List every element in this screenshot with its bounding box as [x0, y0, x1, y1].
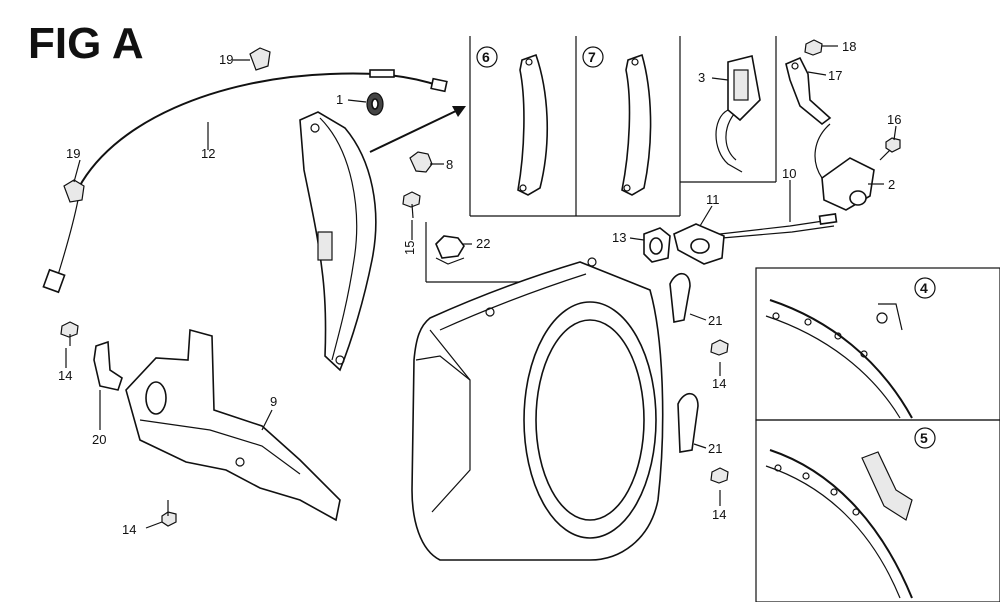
- callout-labels: 19 1 12 19 8 15 22 14 20 9 14 13 11 10 3…: [58, 39, 901, 537]
- callout-10: 10: [782, 166, 796, 181]
- callout-12: 12: [201, 146, 215, 161]
- lower-shroud-part: [125, 328, 341, 522]
- callout-22: 22: [476, 236, 490, 251]
- bracket-part-20: [93, 340, 123, 391]
- callout-2: 2: [888, 177, 895, 192]
- callout-14-left: 14: [58, 368, 72, 383]
- svg-text:5: 5: [920, 430, 928, 446]
- callout-16: 16: [887, 112, 901, 127]
- callout-21-lower: 21: [708, 441, 722, 456]
- clip-part-21-upper: [669, 272, 691, 323]
- nut-part: [409, 151, 433, 173]
- callout-20: 20: [92, 432, 106, 447]
- callout-17: 17: [828, 68, 842, 83]
- callout-14-mid: 14: [712, 376, 726, 391]
- fan-cover-part: [411, 257, 664, 561]
- detail-box-5: [755, 419, 1000, 602]
- svg-text:7: 7: [588, 49, 596, 65]
- grommet-part: [366, 92, 384, 116]
- cable-clamp-left: [63, 179, 85, 203]
- svg-text:6: 6: [482, 49, 490, 65]
- leader-lines: [65, 45, 897, 529]
- callout-8: 8: [446, 157, 453, 172]
- detail-box-6-7: [469, 36, 681, 217]
- ignition-coil-part: [814, 123, 875, 211]
- detail-box-3: [680, 36, 777, 183]
- detail-marker-7: 7: [582, 46, 604, 68]
- bolt-part-15: [402, 191, 421, 219]
- callout-13: 13: [612, 230, 626, 245]
- bolt-part-14-lower: [710, 467, 729, 484]
- air-guide-part: [299, 111, 377, 372]
- bolt-part-16: [879, 137, 901, 161]
- bolt-part-14-upper: [710, 339, 729, 356]
- callout-14-bottom: 14: [122, 522, 136, 537]
- detail-marker-4: 4: [914, 277, 936, 299]
- callout-11: 11: [706, 192, 720, 207]
- bolt-part-14-left: [60, 321, 79, 346]
- callout-9: 9: [270, 394, 277, 409]
- detail-arrow: [369, 106, 466, 153]
- wire-harness-part: [719, 213, 838, 239]
- callout-15: 15: [402, 241, 417, 255]
- callout-14-right: 14: [712, 507, 726, 522]
- clip-part-21-lower: [677, 392, 699, 453]
- detail-marker-6: 6: [476, 46, 498, 68]
- callout-18: 18: [842, 39, 856, 54]
- callout-3: 3: [698, 70, 705, 85]
- callout-19-top: 19: [219, 52, 233, 67]
- cable-clamp-top: [249, 47, 271, 71]
- callout-19-left: 19: [66, 146, 80, 161]
- callout-21-upper: 21: [708, 313, 722, 328]
- svg-text:4: 4: [920, 280, 928, 296]
- bracket-part-17: [785, 56, 832, 126]
- bolt-part-14-bottom: [161, 500, 177, 527]
- stop-switch-part: [673, 223, 725, 265]
- detail-inset-22: [425, 222, 560, 283]
- bolt-part-18: [804, 39, 823, 56]
- detail-box-4: [755, 267, 1000, 421]
- callout-1: 1: [336, 92, 343, 107]
- detail-marker-5: 5: [914, 427, 936, 449]
- grommet-part-13: [643, 227, 671, 263]
- ignition-cable-part: [42, 69, 448, 294]
- figure-title: FIG A: [28, 19, 144, 68]
